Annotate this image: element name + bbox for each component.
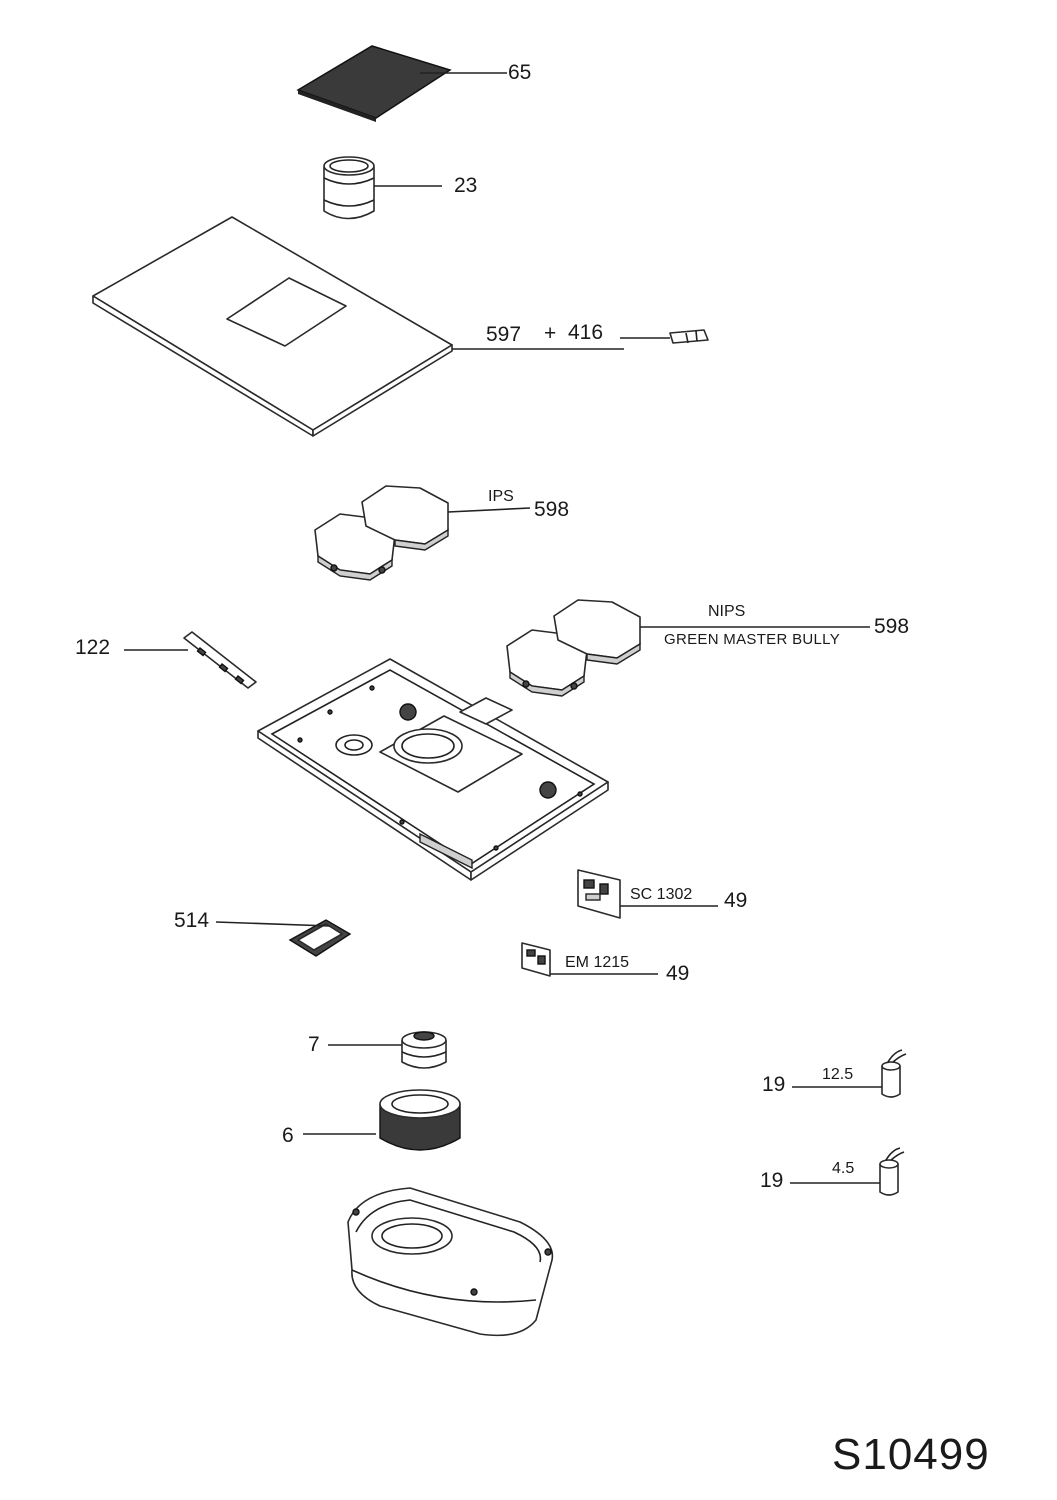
- part-number-597: 597: [486, 323, 522, 346]
- variant-label-nips: NIPS: [708, 603, 746, 620]
- leader-line-ips: [447, 507, 531, 513]
- em1215-board-part: [521, 942, 658, 977]
- variant-label-ips: IPS: [488, 488, 514, 505]
- cylinder-filter-part: [323, 156, 442, 220]
- accessory-clip-part: [669, 329, 709, 344]
- leader-line-514: [215, 921, 331, 927]
- part-number-598-ips: 598: [534, 498, 570, 521]
- ips-induction-unit: [314, 485, 531, 581]
- part-number-23: 23: [454, 174, 478, 197]
- part-number-122: 122: [75, 636, 111, 659]
- part-number-514: 514: [174, 909, 210, 932]
- capacitor-12-5-part: [792, 1049, 907, 1098]
- part-number-49-sc: 49: [724, 889, 748, 912]
- capacitor-value-4-5: 4.5: [832, 1160, 855, 1177]
- board-model-em1215: EM 1215: [565, 954, 630, 971]
- nips-induction-unit: [506, 599, 870, 697]
- part-number-6: 6: [282, 1124, 294, 1147]
- hob-top-part: [92, 216, 709, 437]
- capacitor-value-12-5: 12.5: [822, 1066, 854, 1083]
- control-board-part: [124, 631, 257, 689]
- chassis-frame-part: [257, 658, 609, 881]
- impeller-part: [303, 1089, 461, 1151]
- module-514-part: [215, 919, 352, 957]
- part-number-7: 7: [308, 1033, 320, 1056]
- capacitor-4-5-part: [790, 1147, 905, 1196]
- part-number-49-em: 49: [666, 962, 690, 985]
- part-number-19-b: 19: [760, 1169, 784, 1192]
- part-number-19-a: 19: [762, 1073, 786, 1096]
- nips-note: GREEN MASTER BULLY: [664, 631, 840, 648]
- part-number-598-nips: 598: [874, 615, 910, 638]
- drawing-code: S10499: [832, 1430, 990, 1479]
- motor-part: [328, 1031, 447, 1069]
- part-number-416: 416: [568, 321, 604, 344]
- fan-housing-part: [347, 1187, 554, 1337]
- board-model-sc1302: SC 1302: [630, 886, 693, 903]
- plus-sign: +: [544, 322, 557, 345]
- part-number-65: 65: [508, 61, 532, 84]
- sc1302-board-part: [577, 869, 718, 919]
- grid-filter-part: [296, 45, 507, 122]
